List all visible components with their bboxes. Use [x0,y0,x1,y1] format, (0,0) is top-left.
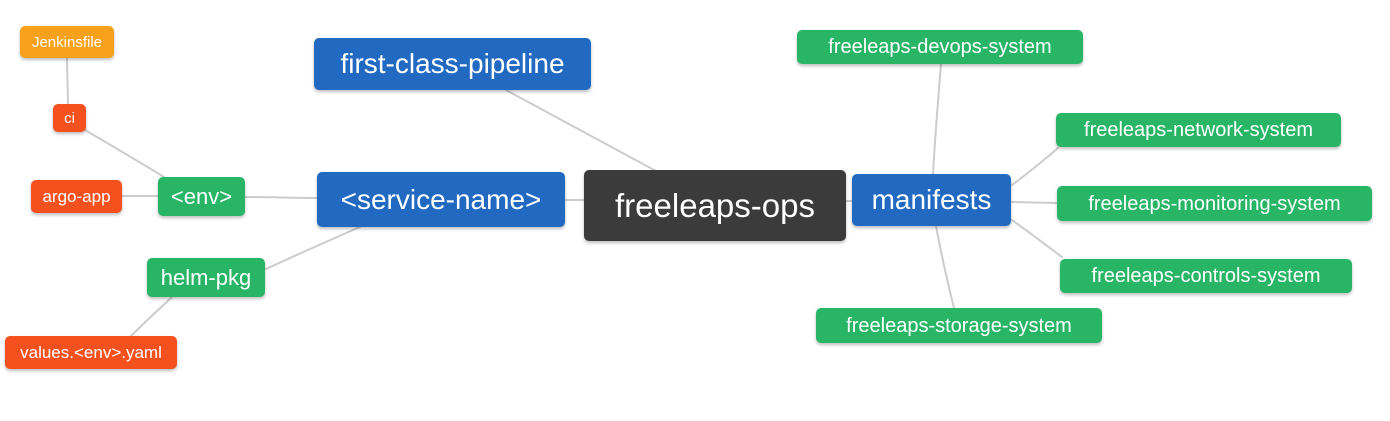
node-jenkinsfile[interactable]: Jenkinsfile [20,26,114,58]
node-freeleaps-devops-system[interactable]: freeleaps-devops-system [797,30,1083,64]
node-ci[interactable]: ci [53,104,86,132]
node-first-class-pipeline[interactable]: first-class-pipeline [314,38,591,90]
edge-manifests-controls [1011,219,1063,258]
node-values-env-yaml[interactable]: values.<env>.yaml [5,336,177,369]
edge-ci-env [84,129,165,178]
node-helm-pkg[interactable]: helm-pkg [147,258,265,297]
edge-helmpkg-values [130,296,173,337]
edge-env-servicename [244,196,318,199]
edge-manifests-devops [932,63,942,175]
node-freeleaps-monitoring-system[interactable]: freeleaps-monitoring-system [1057,186,1372,221]
node-env[interactable]: <env> [158,177,245,216]
edge-jenkinsfile-ci [66,57,69,105]
node-freeleaps-storage-system[interactable]: freeleaps-storage-system [816,308,1102,343]
edge-servicename-helmpkg [265,226,361,270]
edge-manifests-monitoring [1011,201,1058,204]
node-manifests[interactable]: manifests [852,174,1011,226]
node-service-name[interactable]: <service-name> [317,172,565,227]
edge-manifests-storage [935,225,955,309]
node-freeleaps-ops[interactable]: freeleaps-ops [584,170,846,241]
node-freeleaps-controls-system[interactable]: freeleaps-controls-system [1060,259,1352,293]
node-argo-app[interactable]: argo-app [31,180,122,213]
edge-pipeline-freeleapsops [505,89,657,172]
node-freeleaps-network-system[interactable]: freeleaps-network-system [1056,113,1341,147]
edge-manifests-network [1011,147,1059,186]
